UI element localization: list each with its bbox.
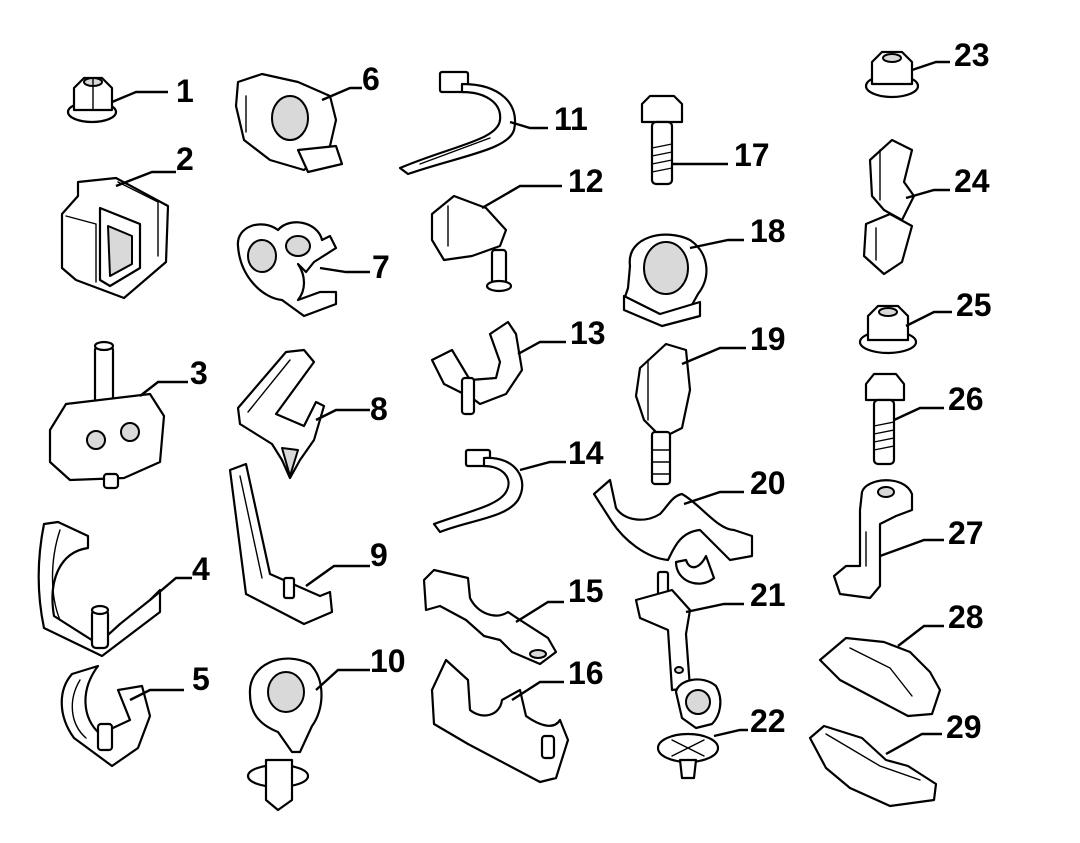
part-24-double-clip bbox=[862, 138, 916, 276]
part-2-frame-clip bbox=[60, 176, 170, 300]
callout-6: 6 bbox=[362, 61, 380, 97]
callout-15: 15 bbox=[568, 573, 604, 609]
part-26-bolt bbox=[864, 372, 906, 466]
part-10-pushin-clip bbox=[246, 657, 323, 812]
callout-14: 14 bbox=[568, 435, 604, 471]
callout-8: 8 bbox=[370, 391, 388, 427]
part-8-spring-clip bbox=[236, 348, 326, 480]
callout-19: 19 bbox=[750, 321, 786, 357]
part-21-angled-strap bbox=[634, 570, 692, 692]
part-9-long-bracket bbox=[228, 462, 334, 626]
part-1-flange-nut bbox=[66, 76, 118, 124]
callout-28: 28 bbox=[948, 599, 984, 635]
callout-5: 5 bbox=[192, 661, 210, 697]
callout-11: 11 bbox=[554, 101, 588, 137]
part-16-double-saddle bbox=[430, 658, 570, 784]
part-23-flange-nut bbox=[864, 50, 920, 99]
callout-10: 10 bbox=[370, 643, 406, 679]
callout-9: 9 bbox=[370, 537, 388, 573]
callout-16: 16 bbox=[568, 655, 604, 691]
part-20-arc-saddle bbox=[592, 478, 754, 585]
callout-13: 13 bbox=[570, 315, 606, 351]
callout-22: 22 bbox=[750, 703, 786, 739]
part-7-double-loop bbox=[236, 221, 338, 318]
part-3-pin-double-clip bbox=[48, 340, 166, 490]
part-27-eye-bracket bbox=[832, 479, 914, 600]
callout-21: 21 bbox=[750, 577, 786, 613]
callout-29: 29 bbox=[946, 709, 982, 745]
part-28-bracket-tray bbox=[818, 636, 942, 718]
part-15-saddle-bracket bbox=[422, 568, 558, 666]
part-17-bolt bbox=[640, 94, 684, 186]
callout-20: 20 bbox=[750, 465, 786, 501]
callout-12: 12 bbox=[568, 163, 604, 199]
part-29-cover-shell bbox=[808, 724, 938, 808]
callout-25: 25 bbox=[956, 287, 992, 323]
part-22-pushin-clip bbox=[656, 678, 722, 780]
callout-18: 18 bbox=[750, 213, 786, 249]
part-18-ring-block bbox=[622, 233, 708, 328]
part-4-arch-bracket bbox=[37, 520, 162, 658]
callout-23: 23 bbox=[954, 37, 990, 73]
part-11-cable-tie bbox=[398, 70, 517, 176]
callout-24: 24 bbox=[954, 163, 990, 199]
part-14-small-cable-tie bbox=[432, 448, 524, 534]
leader-lines bbox=[111, 60, 952, 756]
callout-2: 2 bbox=[176, 141, 194, 177]
part-12-stud-clip bbox=[430, 194, 513, 293]
callout-7: 7 bbox=[372, 249, 390, 285]
part-25-flange-nut bbox=[858, 304, 918, 355]
callout-4: 4 bbox=[192, 551, 210, 587]
callout-labels: 1 2 3 4 5 6 7 8 9 10 11 12 13 14 15 16 1… bbox=[176, 37, 992, 745]
callout-1: 1 bbox=[176, 73, 194, 109]
part-5-open-clip bbox=[60, 664, 152, 768]
callout-3: 3 bbox=[190, 355, 208, 391]
callout-17: 17 bbox=[734, 137, 770, 173]
part-13-open-clip bbox=[430, 320, 524, 416]
part-6-clamp-block bbox=[234, 72, 344, 174]
part-19-post-clip bbox=[634, 342, 692, 486]
callout-27: 27 bbox=[948, 515, 984, 551]
callout-26: 26 bbox=[948, 381, 984, 417]
